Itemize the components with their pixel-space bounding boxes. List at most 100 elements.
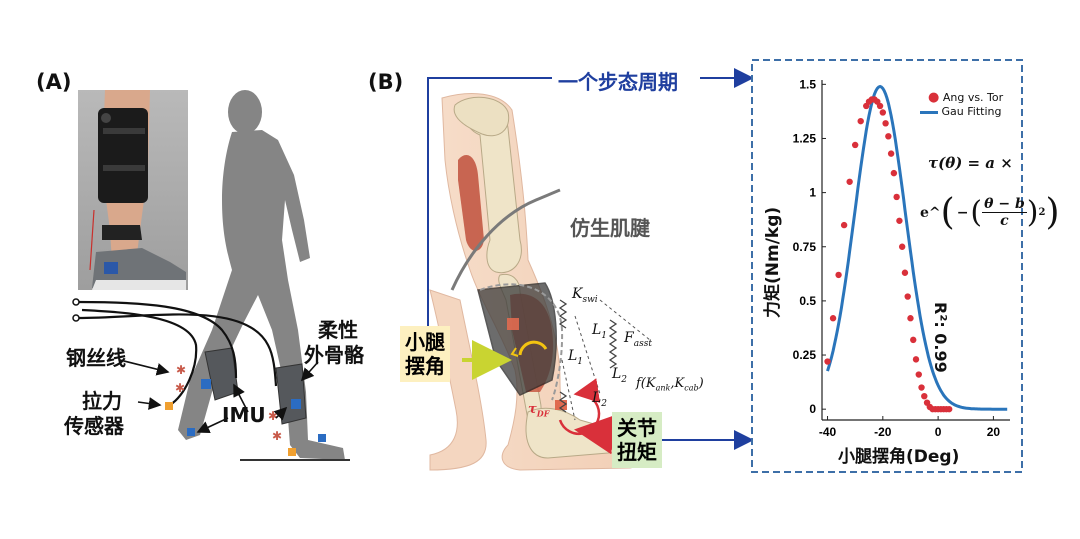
panel-a-letter: (A) <box>36 70 72 94</box>
label-exo-line2: 外骨骼 <box>304 343 364 367</box>
formula-inner-paren-open: ( <box>970 195 983 230</box>
label-imu: IMU <box>222 403 266 427</box>
ang-vs-tor-point <box>918 384 925 391</box>
ang-vs-tor-point <box>876 102 884 110</box>
formula-numerator: θ − b <box>982 196 1027 213</box>
label-exo-line1: 柔性 <box>318 318 358 342</box>
ang-vs-tor-point <box>840 221 848 229</box>
f-asst-subscript: asst <box>633 338 652 349</box>
k-swi-subscript: swi <box>582 294 598 305</box>
ang-vs-tor-point <box>896 217 903 224</box>
x-tick-label: 0 <box>935 425 942 439</box>
tau-df-subscript: DF <box>536 408 550 419</box>
ang-vs-tor-point <box>921 392 928 400</box>
formula-inner-paren-close: ) <box>1026 195 1039 230</box>
l1-lower-symbol: L <box>568 348 578 364</box>
panel-a: ✱ ✱ ✱ ✱ <box>72 90 350 461</box>
f-asst-label: Fasst <box>624 330 652 349</box>
l2-lower-label: L2 <box>592 390 607 409</box>
ang-vs-tor-point <box>882 120 889 127</box>
label-sensor-line1: 拉力 <box>82 389 122 413</box>
ang-vs-tor-point <box>829 315 837 322</box>
ang-vs-tor-point <box>857 117 864 125</box>
y-tick-label: 0.25 <box>793 348 817 362</box>
exoskeleton-cuffs <box>187 347 326 442</box>
formula-paren-close: ) <box>1045 192 1060 233</box>
l2-upper-label: L2 <box>612 366 627 385</box>
ang-vs-tor-point <box>885 133 892 140</box>
panel-a-arrows <box>119 359 319 434</box>
func-close: ) <box>698 376 704 391</box>
x-tick-label: -20 <box>874 425 892 439</box>
legend-points-label: Ang vs. Tor <box>942 91 1004 104</box>
shank-angle-line1: 小腿 <box>405 330 445 354</box>
formula-line2: e^ ( − ( θ − b c )2 ) <box>920 192 1059 233</box>
k-swi-label: Kswi <box>572 286 598 305</box>
svg-text:✱: ✱ <box>175 381 185 395</box>
legend-entry-points: ● Ang vs. Tor <box>928 90 1003 105</box>
ang-vs-tor-point <box>945 405 953 413</box>
ang-vs-tor-point <box>835 271 842 279</box>
tau-df-symbol: τ <box>528 402 537 417</box>
l2-upper-sub: 2 <box>621 374 628 385</box>
ang-vs-tor-point <box>893 193 900 201</box>
k-swi-symbol: K <box>572 286 583 302</box>
ang-vs-tor-point <box>904 293 911 300</box>
func-cab-sub: cab <box>684 383 699 393</box>
svg-text:✱: ✱ <box>272 429 282 443</box>
l1-upper-label: L1 <box>592 322 607 341</box>
gait-cycle-label: 一个步态周期 <box>558 70 678 94</box>
shank-angle-box: 小腿 摆角 <box>400 326 450 382</box>
exoskeleton-photo <box>78 90 188 290</box>
chart-x-axis-label: 小腿摆角(Deg) <box>838 447 960 467</box>
y-tick-label: 1.5 <box>799 77 816 91</box>
x-tick-label: 20 <box>987 425 1001 439</box>
force-sensor-markers: ✱ ✱ ✱ ✱ <box>165 363 296 456</box>
ang-vs-tor-point <box>824 358 831 365</box>
panel-b-letter: (B) <box>368 70 404 94</box>
formula-denominator: c <box>1000 213 1009 229</box>
steel-cables <box>77 300 278 406</box>
formula-minus: − <box>956 204 969 221</box>
label-steel-wire: 钢丝线 <box>66 346 126 370</box>
formula-fraction: θ − b c <box>982 196 1027 229</box>
ang-vs-tor-point <box>887 150 895 157</box>
l1-lower-sub: 1 <box>577 356 584 367</box>
joint-torque-arrow <box>574 414 617 455</box>
ang-vs-tor-point <box>879 109 887 116</box>
svg-text:✱: ✱ <box>176 363 186 377</box>
joint-torque-line2: 扭矩 <box>617 440 657 464</box>
func-open: f(K <box>636 376 656 391</box>
label-sensor-line2: 传感器 <box>64 414 124 438</box>
ang-vs-tor-point <box>910 336 917 344</box>
y-tick-label: 1.25 <box>793 131 817 145</box>
l2-lower-sub: 2 <box>601 398 608 409</box>
ang-vs-tor-point <box>846 178 853 185</box>
legend-line-swatch <box>920 110 938 114</box>
l1-upper-symbol: L <box>592 322 602 338</box>
legend-entry-fit: Gau Fitting <box>920 105 1001 118</box>
y-tick-label: 1 <box>809 186 816 200</box>
ang-vs-tor-point <box>907 315 914 322</box>
ang-vs-tor-point <box>915 371 922 378</box>
svg-text:✱: ✱ <box>268 409 278 423</box>
shank-angle-line2: 摆角 <box>405 354 445 378</box>
y-tick-label: 0.75 <box>793 240 817 254</box>
ang-vs-tor-point <box>898 243 906 250</box>
l2-lower-symbol: L <box>592 390 602 406</box>
panel-b <box>427 68 754 471</box>
chart-frame <box>751 59 1023 473</box>
r-squared-label: R²: 0.99 <box>931 302 950 373</box>
l1-lower-label: L1 <box>568 348 583 367</box>
formula-paren-open: ( <box>940 192 955 233</box>
y-tick-label: 0 <box>809 402 816 416</box>
ang-vs-tor-point <box>890 169 898 177</box>
gau-fitting-line <box>826 84 1008 411</box>
y-tick-label: 0.5 <box>799 294 816 308</box>
formula-line1: τ(θ) = a × <box>928 154 1013 172</box>
ang-vs-tor-point <box>851 141 859 149</box>
stiffness-function-label: f(Kank,Kcab) <box>636 376 704 393</box>
func-ank-sub: ank <box>655 383 671 393</box>
joint-torque-box: 关节 扭矩 <box>612 412 662 468</box>
